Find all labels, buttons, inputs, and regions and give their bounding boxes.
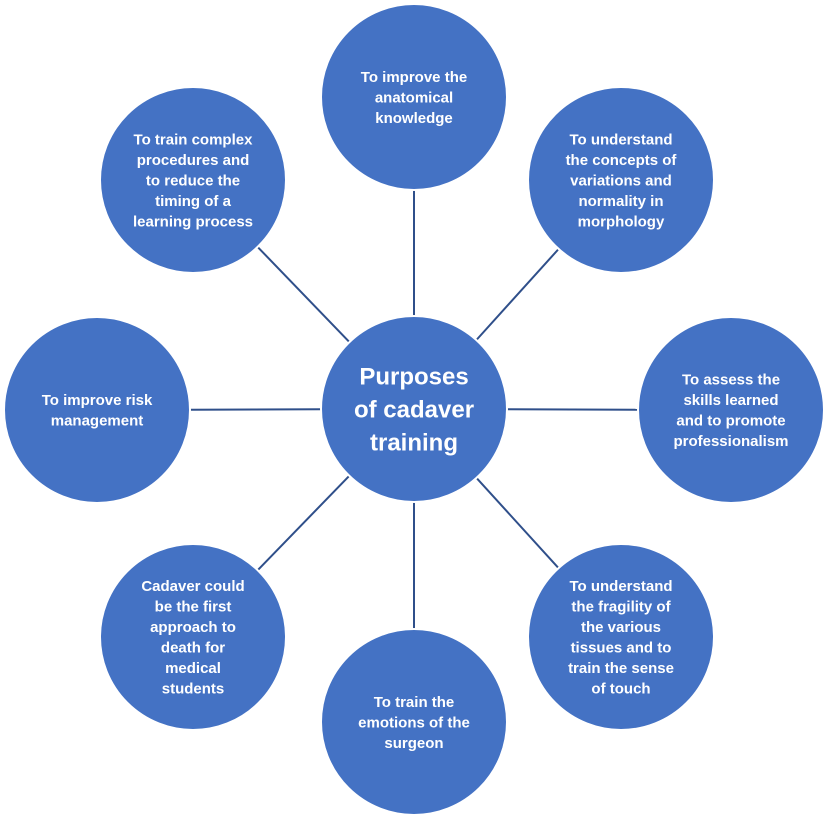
node-text-line: tissues and to: [571, 640, 672, 657]
node-text-line: To train complex: [134, 131, 254, 148]
node-text-line: learning process: [133, 213, 253, 230]
node-text-line: procedures and: [137, 152, 250, 169]
node-text-line: surgeon: [384, 735, 443, 752]
node-text-line: To assess the: [682, 372, 780, 389]
node-text-line: to reduce the: [146, 172, 240, 189]
node-circle: [527, 543, 715, 731]
node-text-line: the various: [581, 619, 661, 636]
connector-fragility-tissues: [475, 477, 560, 569]
connector-complex-procedures: [256, 246, 351, 343]
node-text-line: medical: [165, 660, 221, 677]
node-text-line: approach to: [150, 619, 236, 636]
node-variations-normality: To understand the concepts of variations a…: [527, 86, 715, 274]
node-fragility-tissues: To understand the fragility of the various…: [527, 543, 715, 731]
node-text-line: the concepts of: [566, 152, 678, 169]
node-text-line: of touch: [591, 681, 650, 698]
node-text-line: To understand: [569, 578, 672, 595]
node-text-line: emotions of the: [358, 714, 470, 731]
node-text-line: timing of a: [155, 193, 231, 210]
nodes: To improve the anatomical knowledge To unde…: [3, 3, 825, 816]
node-circle: [99, 86, 287, 274]
node-text-line: anatomical: [375, 89, 453, 106]
node-text-line: and to promote: [676, 413, 785, 430]
node-text-line: death for: [161, 640, 225, 657]
center-node: Purposes of cadaver training: [320, 315, 508, 503]
node-circle: [527, 86, 715, 274]
node-text-line: To train the: [374, 694, 455, 711]
node-text-line: morphology: [578, 213, 665, 230]
node-text-line: be the first: [155, 599, 232, 616]
node-text-line: skills learned: [683, 392, 778, 409]
node-complex-procedures: To train complex procedures and to reduce …: [99, 86, 287, 274]
center-title-line: of cadaver: [354, 396, 474, 423]
node-circle: [3, 316, 191, 504]
node-text-line: train the sense: [568, 660, 674, 677]
connector-variations-normality: [475, 248, 560, 341]
connectors: [189, 190, 639, 629]
node-text-line: Cadaver could: [141, 578, 244, 595]
node-approach-to-death: Cadaver could be the first approach to deat…: [99, 543, 287, 731]
node-circle: [320, 3, 508, 191]
node-text-line: To improve risk: [42, 392, 153, 409]
center-circle: [320, 315, 508, 503]
node-text-line: professionalism: [673, 433, 788, 450]
node-text-line: normality in: [578, 193, 663, 210]
node-text-line: management: [51, 413, 144, 430]
node-improve-anatomical-knowledge: To improve the anatomical knowledge: [320, 3, 508, 191]
center-title-line: Purposes: [359, 363, 468, 390]
node-text-line: students: [162, 681, 225, 698]
node-circle: [320, 628, 508, 816]
node-text-line: variations and: [570, 172, 672, 189]
node-risk-management: To improve risk management: [3, 316, 191, 504]
node-emotions-surgeon: To train the emotions of the surgeon: [320, 628, 508, 816]
node-text-line: knowledge: [375, 110, 453, 127]
node-circle: [99, 543, 287, 731]
node-text-line: To understand: [569, 131, 672, 148]
node-text-line: To improve the: [361, 69, 467, 86]
center-title-line: training: [370, 429, 458, 456]
connector-approach-to-death: [256, 475, 351, 571]
node-text-line: the fragility of: [571, 599, 671, 616]
node-circle: [637, 316, 825, 504]
node-assess-skills: To assess the skills learned and to promot…: [637, 316, 825, 504]
